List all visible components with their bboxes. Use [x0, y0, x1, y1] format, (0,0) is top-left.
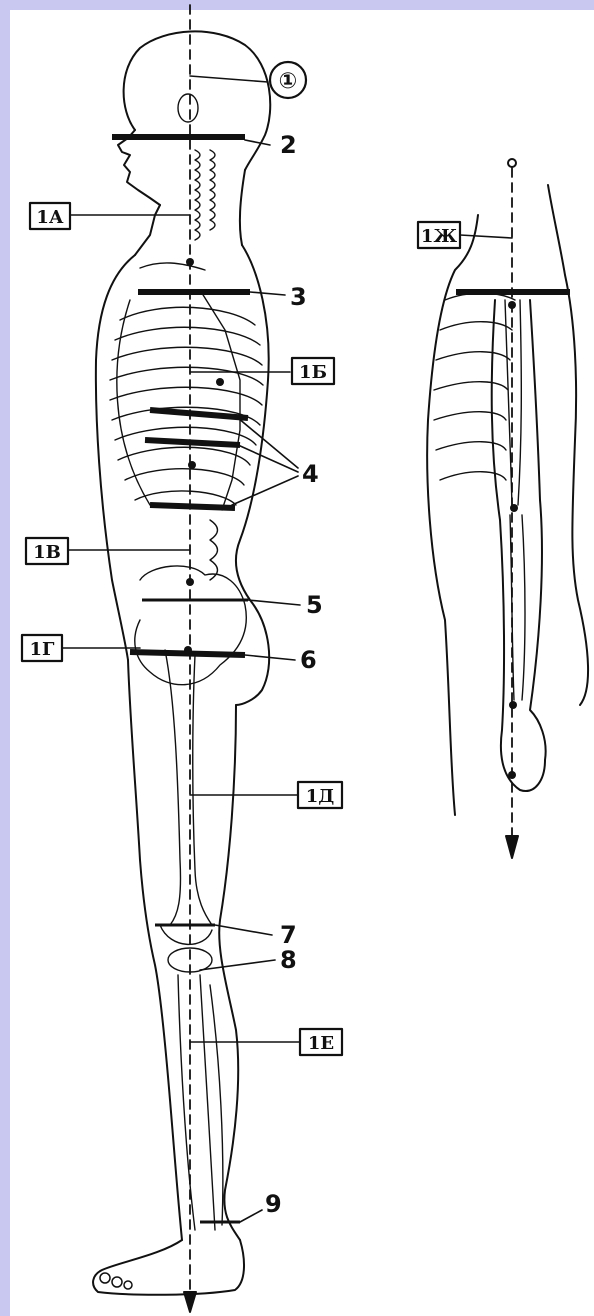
level-label-9: 9 [265, 1190, 282, 1218]
left-figure-skeleton [110, 94, 263, 1230]
level-label-5: 5 [306, 591, 323, 619]
left-figure-outline [93, 31, 270, 1294]
level-label-1: ① [279, 69, 298, 94]
box-label-1zh: 1Ж [421, 226, 458, 247]
right-figure-outline [427, 185, 588, 815]
box-label-1b: 1Б [299, 362, 327, 383]
box-label-1a: 1А [36, 207, 64, 228]
level-label-3: 3 [290, 283, 307, 311]
level-label-8: 8 [280, 946, 297, 974]
level-label-6: 6 [300, 646, 317, 674]
box-label-1g: 1Г [30, 639, 56, 660]
box-label-1v: 1В [33, 542, 61, 563]
box-label-1e: 1Е [308, 1033, 334, 1054]
box-label-1d: 1Д [306, 786, 335, 807]
level-label-4: 4 [302, 460, 319, 488]
right-joint-dots [508, 301, 518, 779]
level-label-7: 7 [280, 921, 297, 949]
level-label-2: 2 [280, 131, 297, 159]
